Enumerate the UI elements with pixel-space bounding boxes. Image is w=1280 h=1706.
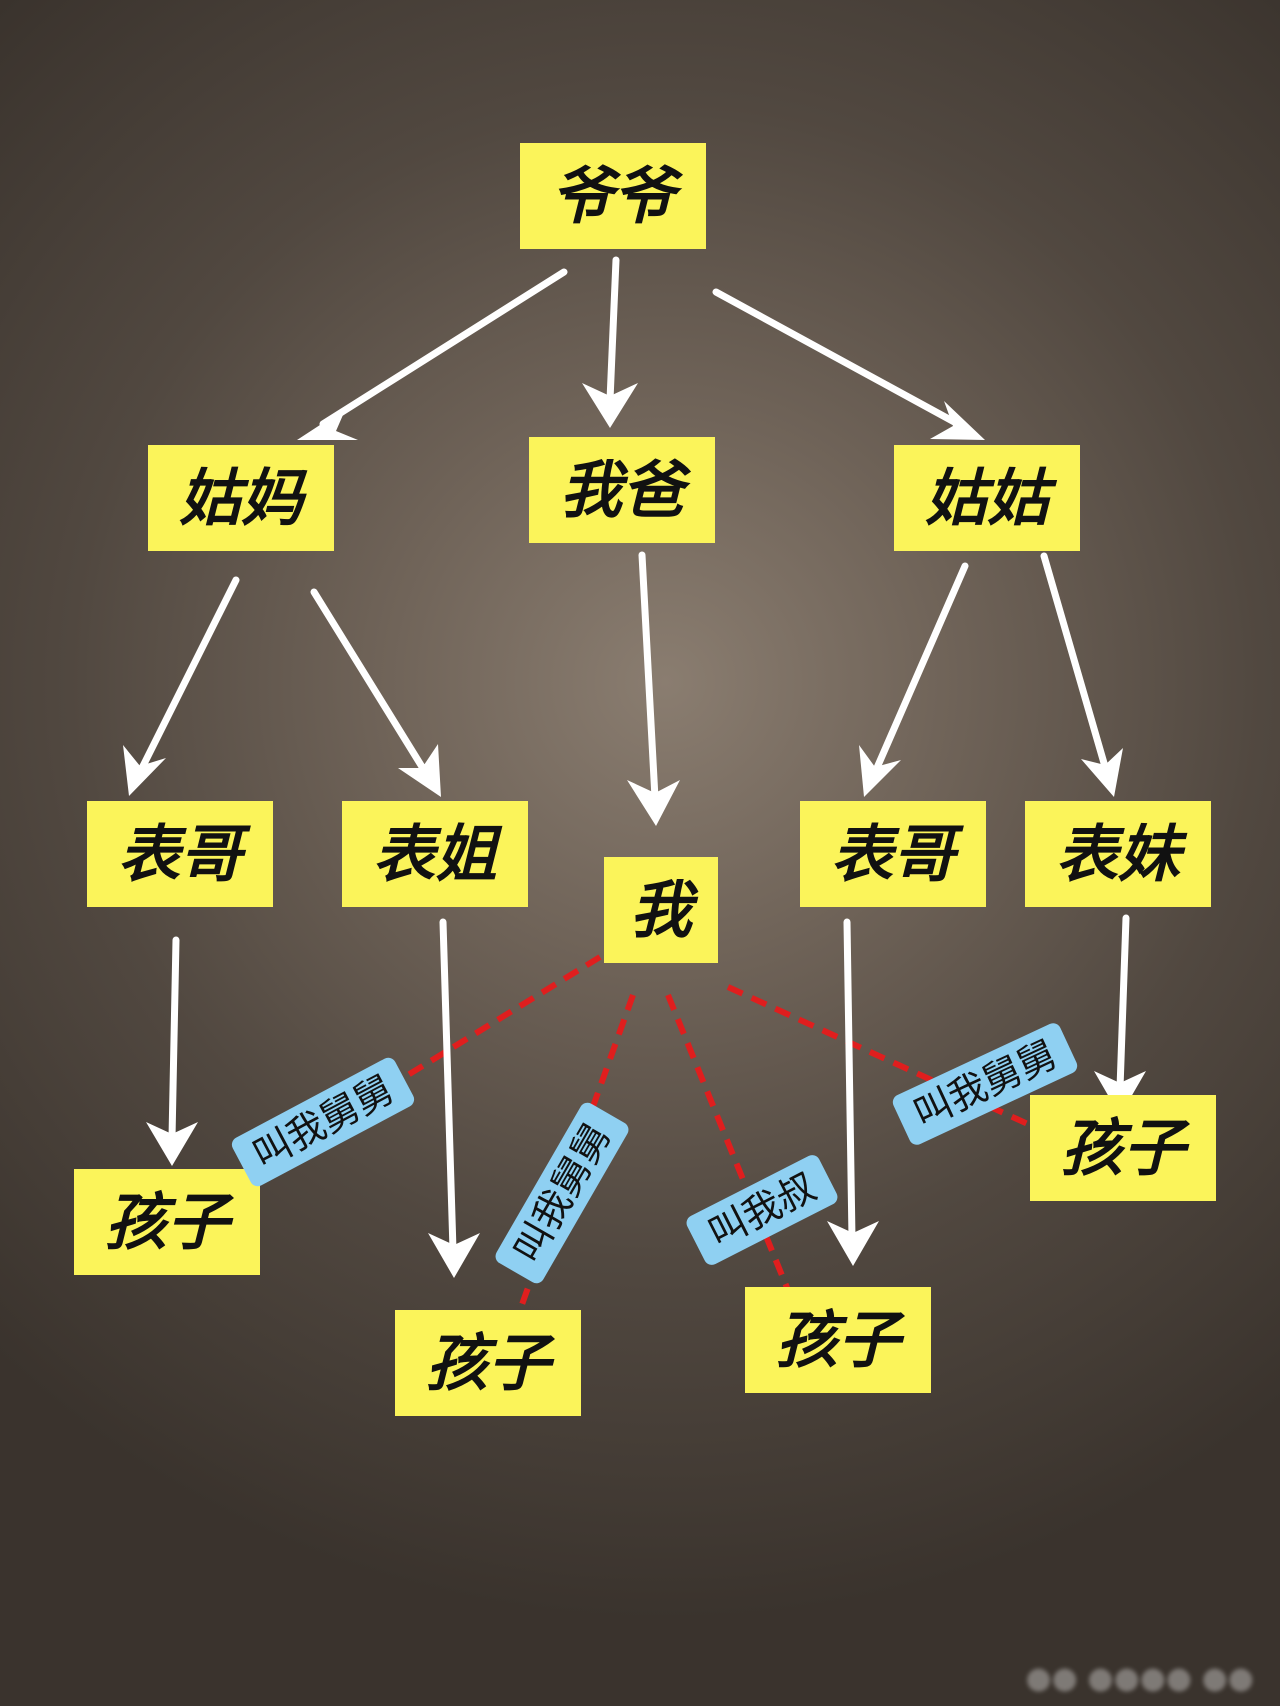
arrow-aunt-right-cousin-r2 [1040,552,1110,774]
relation-line-child-3 [665,993,795,1302]
arrowhead-child-2 [428,1233,480,1278]
arrowhead-cousin-l2 [398,744,441,797]
relation-tag-child-3-label: 叫我叔 [701,1165,823,1256]
node-me-label: 我 [630,874,699,947]
node-child-4: 孩子 [1030,1095,1216,1201]
arrow-aunt-left-cousin-l2 [310,588,428,774]
tree-arrows [123,256,1146,1278]
node-child-1-label: 孩子 [105,1186,234,1259]
relation-line-child-4 [726,984,1032,1128]
arrowhead-aunt-right [930,401,985,440]
arrow-cousin-l1-child-1 [168,936,180,1142]
arrowhead-me [627,780,680,826]
arrowhead-aunt-left [297,408,358,440]
relation-tag-child-1: 叫我舅舅 [231,1057,415,1187]
node-aunt-left: 姑妈 [148,445,334,551]
arrowhead-cousin-r1 [859,745,901,797]
arrow-grandpa-aunt-right [712,288,962,428]
relation-tag-child-2: 叫我舅舅 [495,1102,629,1284]
arrowhead-child-4 [1094,1071,1146,1116]
node-cousin-r1: 表哥 [800,801,986,907]
arrowhead-dad [582,383,638,428]
arrow-grandpa-aunt-left [319,268,568,428]
relation-tag-child-3: 叫我叔 [686,1155,838,1265]
arrowhead-child-1 [146,1122,198,1166]
node-child-3: 孩子 [745,1287,931,1393]
node-child-2: 孩子 [395,1310,581,1416]
node-child-1: 孩子 [74,1169,260,1275]
arrowhead-cousin-r2 [1081,748,1123,797]
arrow-dad-me [638,551,659,802]
arrow-aunt-left-cousin-l1 [138,576,240,772]
arrow-cousin-l2-child-2 [439,918,457,1254]
arrow-cousin-r1-child-3 [843,918,856,1242]
arrow-cousin-r2-child-4 [1116,914,1130,1092]
node-dad: 我爸 [529,437,715,543]
arrowhead-child-3 [827,1221,879,1266]
node-child-3-label: 孩子 [776,1304,905,1377]
node-grandpa-label: 爷爷 [551,160,684,233]
node-aunt-right: 姑姑 [894,445,1080,551]
node-me: 我 [604,857,718,963]
node-cousin-l1: 表哥 [87,801,273,907]
node-aunt-left-label: 姑妈 [179,462,308,535]
node-cousin-l2-label: 表姐 [373,818,503,891]
node-cousin-l2: 表姐 [342,801,528,907]
node-cousin-r2: 表妹 [1025,801,1211,907]
node-cousin-l1-label: 表哥 [118,818,251,891]
tree-nodes: 爷爷 姑妈 我爸 姑姑 表哥 表姐 我 表哥 [74,143,1216,1416]
arrow-aunt-right-cousin-r1 [872,562,969,774]
node-child-2-label: 孩子 [426,1327,555,1400]
node-aunt-right-label: 姑姑 [925,462,1058,535]
node-grandpa: 爷爷 [520,143,706,249]
node-child-4-label: 孩子 [1061,1112,1190,1185]
node-cousin-r1-label: 表哥 [831,818,964,891]
arrowhead-cousin-l1 [123,745,166,796]
node-dad-label: 我爸 [560,454,692,527]
node-cousin-r2-label: 表妹 [1056,818,1188,891]
watermark: ●● ●●●● ●● [1025,1661,1255,1696]
relation-tags: 叫我舅舅 叫我舅舅 叫我叔 叫我舅舅 [231,1023,1078,1284]
arrow-grandpa-dad [606,256,620,404]
